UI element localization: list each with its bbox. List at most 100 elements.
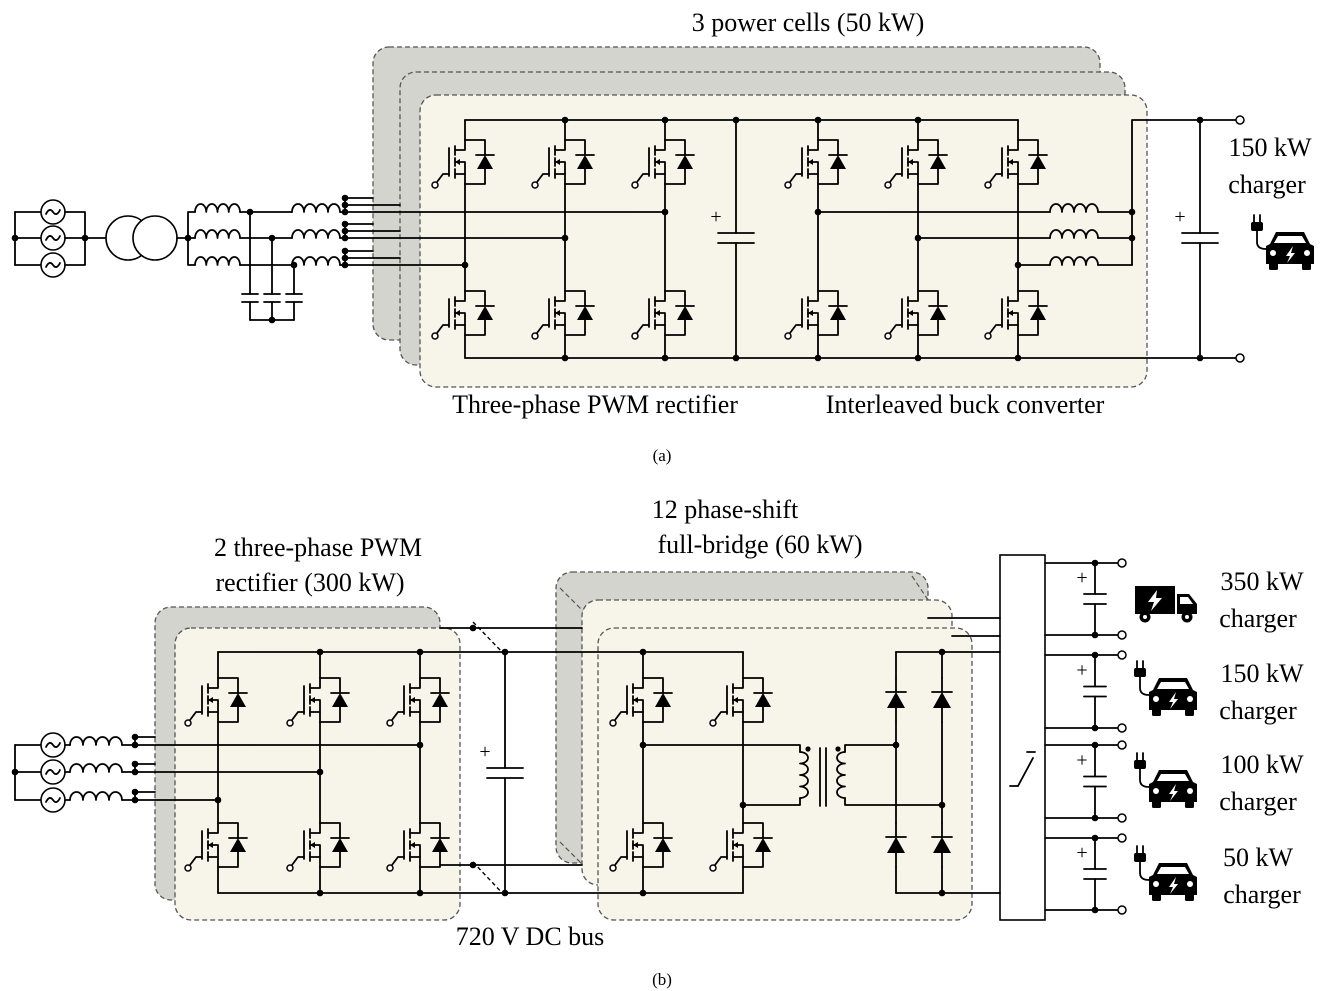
mosfet-drain [1007, 139, 1019, 151]
gate-terminal [531, 332, 539, 340]
mosfet-with-diode [431, 290, 495, 340]
mosfet-arrow [455, 310, 460, 316]
mosfet-drain [409, 677, 421, 689]
mosfet-with-diode [709, 677, 773, 727]
antiparallel-diode [332, 838, 348, 852]
mosfet-with-diode [286, 677, 350, 727]
filter-capacitor [241, 211, 259, 321]
mosfet-with-diode [631, 139, 695, 189]
diode-lead [419, 822, 441, 839]
gate-lead [789, 324, 803, 334]
antiparallel-diode [332, 693, 348, 707]
rectifier-diode [931, 822, 953, 868]
junction-dot [739, 801, 747, 809]
gate-lead [291, 711, 305, 721]
bridge-output [642, 744, 801, 753]
output-terminal [1117, 630, 1127, 640]
car-headlight [1153, 881, 1159, 887]
mosfet-drain [732, 822, 744, 834]
diode-lead [217, 706, 239, 723]
charger-b2-power: 150 kW [1220, 659, 1304, 688]
switch-matrix-symbol [1009, 751, 1036, 787]
diode-lead [917, 319, 939, 336]
diode-lead [564, 290, 586, 307]
diode-lead [217, 851, 239, 868]
mosfet-with-diode [609, 677, 673, 727]
charger-a-power: 150 kW [1228, 133, 1312, 162]
gate-lead [789, 173, 803, 183]
junction-dot [1091, 814, 1099, 822]
polarity-plus: + [1076, 567, 1087, 589]
polarity-plus: + [1174, 206, 1185, 228]
bridge-output [742, 797, 801, 806]
dc-bus-label: 720 V DC bus [456, 922, 605, 951]
rectifier-b-title-line1: 2 three-phase PWM [214, 533, 422, 562]
gate-terminal [531, 181, 539, 189]
plug-icon [1134, 760, 1146, 769]
antiparallel-diode [477, 306, 493, 320]
mosfet-drain [554, 290, 566, 302]
mosfet-drain [654, 139, 666, 151]
mosfet-arrow [633, 842, 638, 848]
junction-dot [81, 234, 89, 242]
inductor [291, 229, 341, 239]
gate-lead [391, 856, 405, 866]
plug-icon [1251, 222, 1263, 231]
mosfet-with-diode [884, 139, 948, 189]
junction-dot [268, 316, 276, 324]
antiparallel-diode [230, 693, 246, 707]
output-terminal [1117, 833, 1127, 843]
antiparallel-diode [577, 155, 593, 169]
gate-terminal [184, 864, 192, 872]
charger-b4-power: 50 kW [1223, 843, 1294, 872]
gate-terminal [984, 181, 992, 189]
mosfet-with-diode [784, 139, 848, 189]
polarity-plus: + [1076, 842, 1087, 864]
figure-a-caption: (a) [653, 446, 672, 465]
diode-lead [742, 822, 764, 839]
figure-b-rectifier-stack [154, 606, 461, 921]
diode-lead [464, 168, 486, 185]
inductor [1049, 229, 1099, 239]
rectifier-diode [885, 822, 907, 868]
junction-dot [1091, 631, 1099, 639]
diode-lead [664, 139, 686, 156]
mosfet-arrow [908, 159, 913, 165]
charger-b4-label: charger [1223, 880, 1301, 909]
car-headlight [1153, 696, 1159, 702]
mosfet-arrow [808, 310, 813, 316]
stack-depth-edge [559, 587, 585, 613]
mosfet-arrow [208, 842, 213, 848]
polarity-dot [805, 746, 811, 752]
polarity-plus: + [1076, 660, 1087, 682]
output-terminal [1117, 558, 1127, 568]
diode-lead [642, 851, 664, 868]
junction-dot [1091, 834, 1099, 842]
diode-lead [642, 677, 664, 694]
antiparallel-diode [930, 155, 946, 169]
diode-lead [1017, 139, 1039, 156]
diode-lead [742, 677, 764, 694]
diode-lead [917, 290, 939, 307]
diode-body [887, 692, 905, 708]
plug-cord [1256, 230, 1267, 250]
mosfet-with-diode [184, 677, 248, 727]
mosfet-with-diode [386, 677, 450, 727]
diode-lead [642, 706, 664, 723]
antiparallel-diode [1030, 155, 1046, 169]
diode-body [887, 837, 905, 853]
stack-depth-edge [559, 841, 585, 867]
car-headlight [1187, 696, 1193, 702]
bus-breaker [472, 861, 507, 898]
car-window [1157, 867, 1189, 874]
mosfet-drain [454, 139, 466, 151]
gate-terminal [784, 332, 792, 340]
output-terminal [1117, 723, 1127, 733]
fullbridge-title-line2: full-bridge (60 kW) [657, 530, 862, 559]
car-headlight [1304, 250, 1310, 256]
gate-lead [714, 856, 728, 866]
gate-lead [536, 324, 550, 334]
car-headlight [1187, 881, 1193, 887]
truck-hub [1143, 615, 1147, 619]
fullbridge-title-line1: 12 phase-shift [652, 495, 799, 524]
